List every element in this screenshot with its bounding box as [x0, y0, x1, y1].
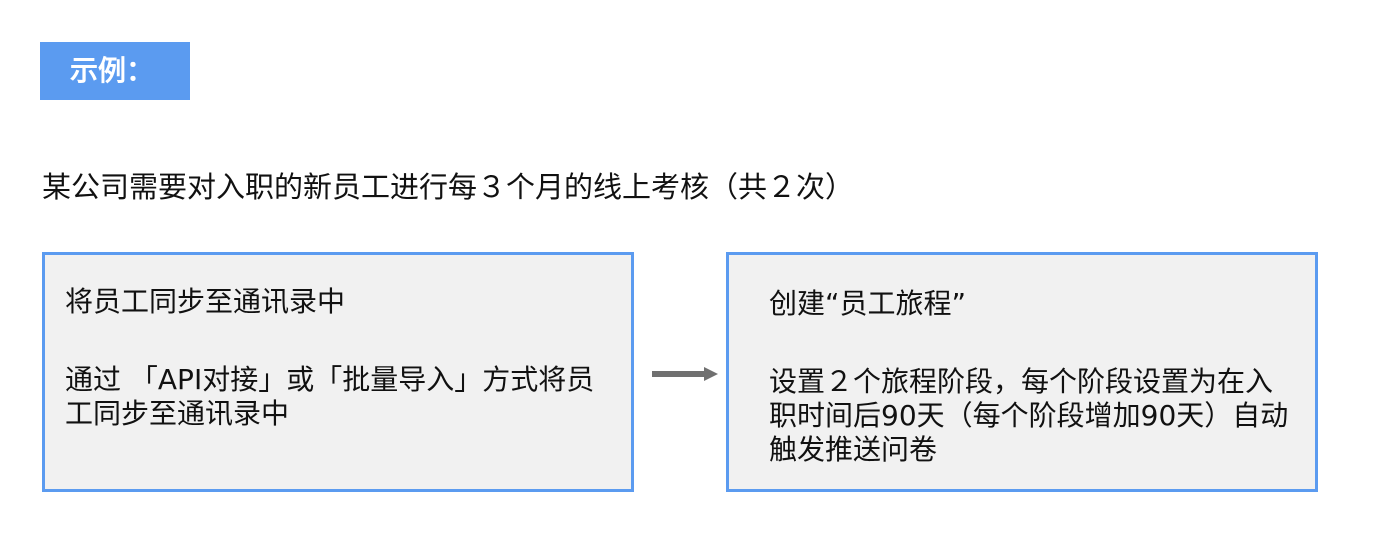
- arrow-head: [704, 367, 718, 381]
- step-description: 设置２个旅程阶段，每个阶段设置为在入职时间后90天（每个阶段增加90天）自动触发…: [769, 365, 1289, 466]
- step-box-create-journey: 创建“员工旅程” 设置２个旅程阶段，每个阶段设置为在入职时间后90天（每个阶段增…: [726, 252, 1318, 492]
- example-tag: 示例：: [40, 42, 190, 100]
- step-title: 创建“员工旅程”: [769, 287, 967, 320]
- step-description: 通过 「API对接」或「批量导入」方式将员工同步至通讯录中: [65, 363, 595, 430]
- step-title: 将员工同步至通讯录中: [65, 285, 346, 318]
- example-tag-label: 示例：: [70, 54, 155, 87]
- arrow-shaft: [652, 371, 706, 377]
- intro-text: 某公司需要对入职的新员工进行每３个月的线上考核（共２次）: [42, 170, 855, 204]
- step-box-sync-employees: 将员工同步至通讯录中 通过 「API对接」或「批量导入」方式将员工同步至通讯录中: [42, 252, 634, 492]
- arrow-right-icon: [652, 367, 718, 381]
